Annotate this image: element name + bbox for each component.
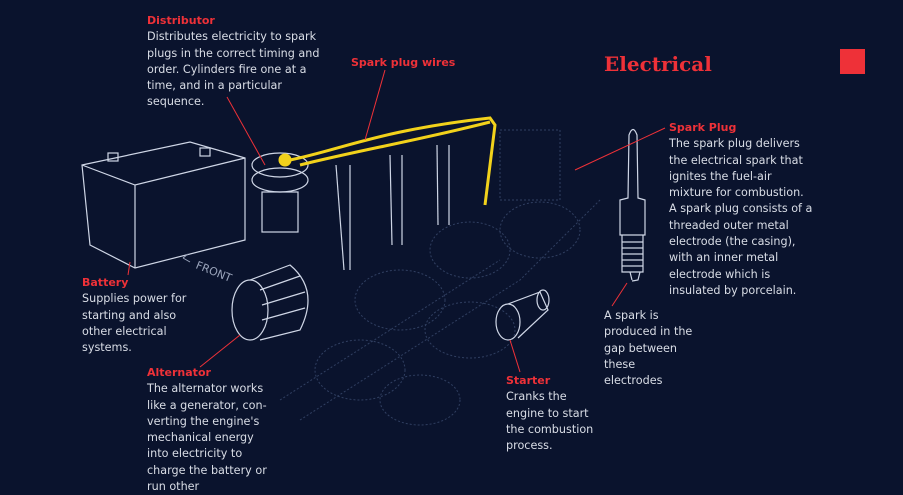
alternator-sketch bbox=[231, 264, 309, 341]
engine-block-sketch bbox=[279, 129, 601, 426]
starter-sketch bbox=[495, 289, 550, 341]
callout-text: The spark plug delivers the electrical s… bbox=[669, 137, 813, 297]
callout-spark-gap: A spark is produced in the gap between t… bbox=[604, 308, 696, 389]
callout-title: Distributor bbox=[147, 14, 215, 27]
callout-spark-plug: Spark Plug The spark plug delivers the e… bbox=[669, 120, 814, 299]
callout-title: Spark Plug bbox=[669, 121, 737, 134]
page-title: Electrical bbox=[604, 52, 712, 76]
callout-title: Spark plug wires bbox=[351, 56, 456, 69]
callout-text: Cranks the engine to start the combustio… bbox=[506, 390, 594, 453]
distributor-sketch bbox=[251, 152, 309, 233]
callout-battery: Battery Supplies power for starting and … bbox=[82, 275, 190, 356]
callout-title: Starter bbox=[506, 374, 551, 387]
engine-diagram: FRONT bbox=[81, 69, 666, 426]
leader-lines bbox=[127, 69, 666, 373]
section-marker bbox=[840, 49, 865, 74]
callout-starter: Starter Cranks the engine to start the c… bbox=[506, 373, 596, 454]
callout-title: Alternator bbox=[147, 366, 211, 379]
callout-distributor: Distributor Distributes electricity to s… bbox=[147, 13, 322, 111]
spark-plug-sketch bbox=[619, 128, 646, 282]
callout-title: Battery bbox=[82, 276, 129, 289]
callout-spark-plug-wires: Spark plug wires bbox=[351, 55, 455, 71]
spark-plug-boots bbox=[335, 144, 450, 271]
battery-sketch bbox=[81, 141, 246, 269]
callout-text: Supplies power for starting and also oth… bbox=[82, 292, 187, 355]
callout-text: A spark is produced in the gap between t… bbox=[604, 309, 693, 388]
spark-plug-wires bbox=[278, 116, 497, 206]
front-label: FRONT bbox=[194, 259, 234, 285]
front-arrow bbox=[182, 253, 191, 263]
callout-alternator: Alternator The alternator works like a g… bbox=[147, 365, 275, 495]
callout-text: Distributes electricity to spark plugs i… bbox=[147, 30, 320, 109]
callout-text: The alternator works like a generator, c… bbox=[147, 382, 267, 494]
